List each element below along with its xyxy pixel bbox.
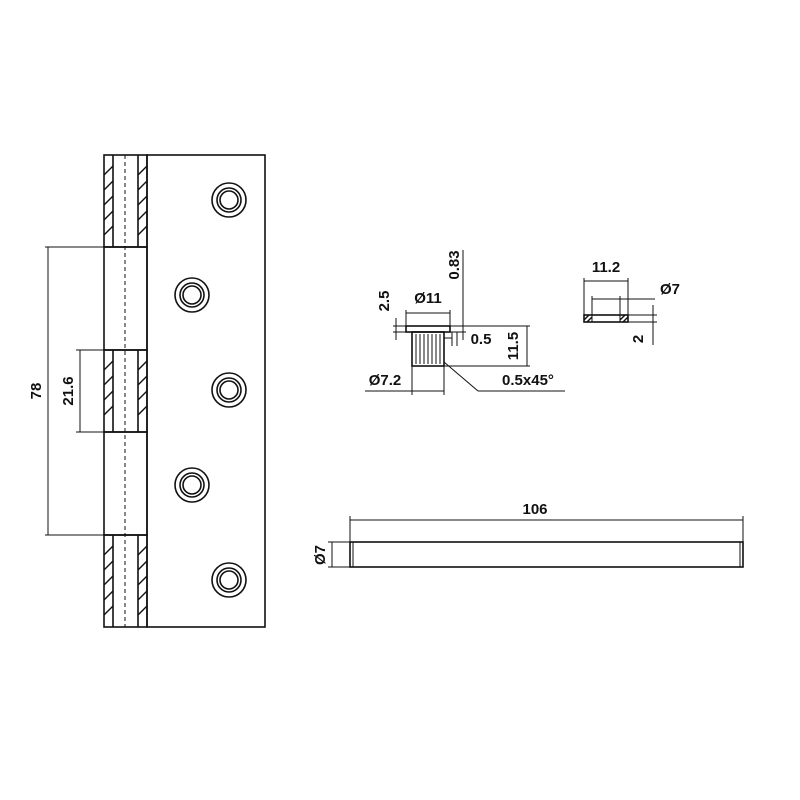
- dimension-pin-length: 106: [349, 501, 744, 542]
- dim-label-washer-thickness: 2: [630, 335, 647, 343]
- dim-label-shoulder: 0.5: [471, 331, 492, 348]
- screw-hole: [174, 467, 210, 503]
- pin-view: 106 Ø7: [312, 501, 744, 568]
- dimension-flange-height: 2.5: [376, 291, 406, 340]
- dim-label-bush-diameter: Ø7.2: [369, 372, 402, 389]
- dimension-chamfer: 0.5x45°: [443, 361, 565, 392]
- dim-label-flange-height: 2.5: [376, 291, 393, 312]
- dimension-bush-length: 11.5: [444, 325, 530, 367]
- dim-label-chamfer: 0.5x45°: [502, 372, 554, 389]
- dim-label-pin-length: 106: [522, 501, 547, 518]
- dimension-washer-thickness: 2: [628, 305, 657, 345]
- screw-hole: [211, 182, 247, 218]
- bush-view: Ø11 2.5 0.83 0.5 11.5: [365, 250, 565, 395]
- dimension-washer-outer: 11.2: [583, 259, 629, 315]
- dim-label-flange-diameter: Ø11: [414, 290, 442, 307]
- screw-hole: [211, 562, 247, 598]
- dimension-offset: 0.83: [446, 250, 466, 340]
- dim-label-washer-outer: 11.2: [592, 259, 620, 276]
- hinge-view: 78 21.6: [28, 154, 266, 628]
- dim-label-offset: 0.83: [446, 250, 463, 279]
- dim-label-21-6: 21.6: [60, 376, 77, 405]
- dim-label-washer-inner: Ø7: [660, 281, 680, 298]
- dimension-bush-diameter: Ø7.2: [365, 366, 445, 395]
- dimension-78: 78: [28, 246, 104, 536]
- dimension-pin-diameter: Ø7: [312, 541, 350, 568]
- dimension-washer-inner: Ø7: [591, 281, 680, 315]
- hinge-pin: [349, 541, 744, 568]
- screw-holes: [174, 182, 247, 598]
- screw-hole: [211, 372, 247, 408]
- washer-view: 11.2 Ø7 2: [583, 259, 680, 345]
- dim-label-pin-diameter: Ø7: [312, 545, 329, 565]
- hinge-knuckles-rear: [103, 154, 148, 628]
- dimension-21-6: 21.6: [60, 349, 104, 433]
- dim-label-78: 78: [28, 383, 45, 400]
- dimension-shoulder: 0.5: [444, 331, 491, 348]
- dimension-flange-diameter: Ø11: [405, 290, 451, 326]
- hinge-leaf: [146, 154, 266, 628]
- screw-hole: [174, 277, 210, 313]
- dim-label-bush-length: 11.5: [505, 332, 522, 360]
